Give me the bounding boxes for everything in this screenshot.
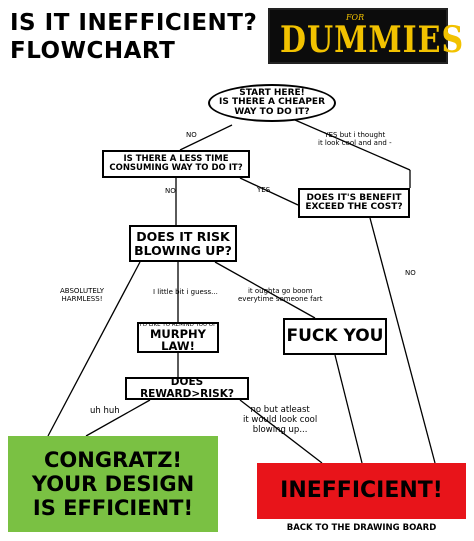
label-look-cool-2: it would look cool (243, 414, 318, 425)
label-harmless: ABSOLUTELY HARMLESS! (60, 287, 104, 303)
risk-line-1: DOES IT RISK (136, 229, 230, 245)
fuck-you-text: FUCK YOU (286, 325, 384, 346)
benefit-line-2: EXCEED THE COST? (305, 202, 403, 212)
label-no-1: NO (186, 131, 197, 139)
less-time-node: IS THERE A LESS TIME CONSUMING WAY TO DO… (102, 150, 250, 178)
title-line-2: FLOWCHART (10, 38, 176, 64)
start-line-3: WAY TO DO IT? (234, 106, 310, 117)
label-yes-1: YES (257, 186, 271, 194)
edge-benefit-to-inefficient (369, 217, 436, 464)
start-line-2: IS THERE A CHEAPER (218, 97, 326, 108)
label-harmless-2: HARMLESS! (61, 295, 103, 304)
congratz-line-2: YOUR DESIGN (31, 471, 195, 496)
inefficient-node: INEFFICIENT! (257, 463, 466, 519)
label-look-cool-1: no but atleast (250, 405, 310, 415)
risk-line-2: BLOWING UP? (134, 242, 232, 258)
reward-text: DOES REWARD>RISK? (140, 376, 234, 400)
murphy-big: MURPHY LAW! (149, 327, 207, 354)
congratz-line-3: IS EFFICIENT! (32, 496, 194, 521)
edge-reward-to-inefficient (239, 399, 323, 464)
edge-risk-to-fuckyou (214, 261, 316, 319)
label-fart-1: it oughta go boom (247, 287, 313, 295)
label-harmless-1: ABSOLUTELY (60, 287, 105, 295)
label-yes-thought: YES but i thought it look cool and and - (318, 131, 392, 147)
edge-risk-to-congratz (47, 261, 141, 437)
risk-node: DOES IT RISK BLOWING UP? (129, 225, 237, 262)
edge-lesstime-to-benefit (239, 177, 299, 206)
label-look-cool-3: blowing up... (252, 424, 308, 435)
drawing-board-caption: BACK TO THE DRAWING BOARD (286, 523, 437, 533)
edge-reward-to-congratz (85, 399, 151, 437)
inefficient-text: INEFFICIENT! (280, 478, 443, 504)
start-line-1: START HERE! (239, 87, 305, 98)
benefit-line-1: DOES IT'S BENEFIT (306, 192, 402, 203)
label-fart-2: everytime someone fart (238, 295, 323, 304)
edge-start-to-benefit (294, 119, 411, 171)
edge-start-to-lesstime (179, 124, 233, 151)
fuck-you-node: FUCK YOU (283, 318, 387, 355)
less-time-line-1: IS THERE A LESS TIME (123, 154, 229, 165)
congratz-node: CONGRATZ! YOUR DESIGN IS EFFICIENT! (8, 436, 218, 532)
reward-node: DOES REWARD>RISK? (125, 377, 249, 400)
label-no-3: NO (405, 269, 416, 277)
start-node: START HERE! IS THERE A CHEAPER WAY TO DO… (208, 84, 336, 122)
label-no-2: NO (165, 187, 176, 195)
label-uh-huh: uh huh (90, 406, 120, 416)
murphy-small: I'D LIKE TO REMIND YOU OF (139, 321, 217, 328)
label-yes-thought-1: YES but i thought (324, 131, 386, 139)
logo-for-text: FOR (346, 13, 365, 22)
edge-fuckyou-to-inefficient (334, 354, 363, 464)
dummies-logo: FOR DUMMIES (268, 8, 463, 64)
benefit-node: DOES IT'S BENEFIT EXCEED THE COST? (298, 188, 410, 218)
logo-dummies-text: DUMMIES (280, 19, 465, 62)
murphy-node: I'D LIKE TO REMIND YOU OF MURPHY LAW! (137, 322, 219, 353)
label-look-cool: no but atleast it would look cool blowin… (243, 405, 318, 435)
label-yes-thought-2: it look cool and and - (318, 139, 392, 148)
less-time-line-2: CONSUMING WAY TO DO IT? (109, 163, 243, 173)
congratz-line-1: CONGRATZ! (44, 447, 182, 472)
label-little-bit: I little bit i guess... (153, 288, 218, 296)
label-fart: it oughta go boom everytime someone fart (238, 287, 323, 303)
title-line-1: IS IT INEFFICIENT? (10, 10, 258, 36)
